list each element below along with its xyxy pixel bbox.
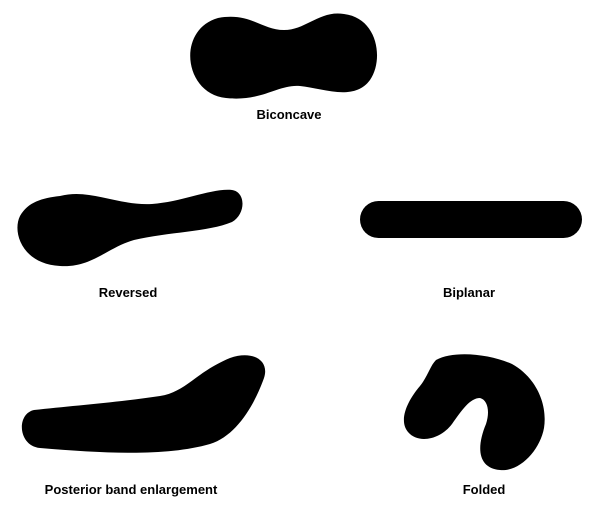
biplanar-shape — [360, 201, 582, 238]
biconcave-shape — [190, 13, 377, 98]
reversed-label: Reversed — [99, 285, 158, 301]
posterior-band-enlargement-label: Posterior band enlargement — [45, 482, 218, 498]
folded-shape — [404, 354, 545, 470]
biplanar-label: Biplanar — [443, 285, 495, 301]
reversed-shape — [17, 190, 242, 266]
posterior-band-enlargement-shape — [22, 355, 265, 453]
folded-label: Folded — [463, 482, 506, 498]
biconcave-label: Biconcave — [256, 107, 321, 123]
